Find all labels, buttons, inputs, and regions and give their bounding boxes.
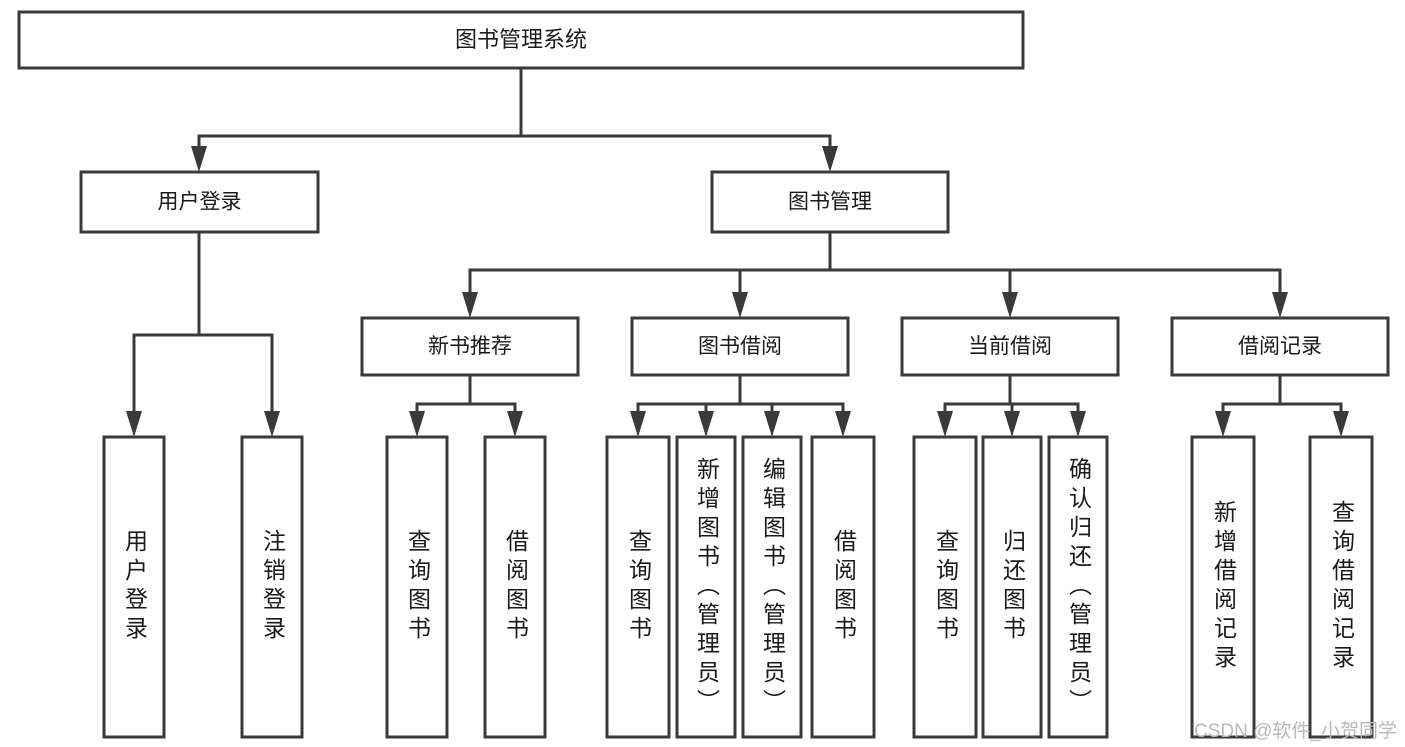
arrow-head-icon	[822, 146, 838, 172]
leaf-box-leaf-borrow-book-2[interactable]	[810, 435, 876, 739]
leaf-box-leaf-return-book[interactable]	[981, 435, 1043, 739]
node-label-root: 图书管理系统	[455, 27, 587, 52]
arrow-head-icon	[191, 146, 207, 172]
arrow-head-icon	[1215, 411, 1231, 437]
node-label-borrow-record: 借阅记录	[1238, 335, 1322, 358]
node-box-borrow-record[interactable]	[1170, 316, 1390, 377]
leaf-box-leaf-user-login[interactable]	[102, 435, 166, 739]
arrow-head-icon	[507, 411, 523, 437]
arrow-head-icon	[409, 411, 425, 437]
arrow-head-icon	[630, 411, 646, 437]
leaf-box-leaf-query-record[interactable]	[1308, 435, 1374, 739]
node-label-new-book-recommend: 新书推荐	[428, 335, 512, 358]
leaf-box-leaf-add-book[interactable]	[675, 435, 737, 739]
arrow-head-icon	[698, 411, 714, 437]
leaf-box-leaf-confirm-return[interactable]	[1047, 435, 1109, 739]
arrow-head-icon	[1333, 411, 1349, 437]
arrow-head-icon	[462, 292, 478, 318]
leaf-box-leaf-query-book-3[interactable]	[912, 435, 978, 739]
leaf-box-leaf-edit-book[interactable]	[741, 435, 803, 739]
arrow-head-icon	[1070, 411, 1086, 437]
node-box-root[interactable]	[17, 10, 1025, 70]
node-label-book-manage: 图书管理	[788, 191, 872, 214]
arrow-head-icon	[764, 411, 780, 437]
arrow-head-icon	[937, 411, 953, 437]
connectors-layer	[126, 66, 1349, 437]
arrow-head-icon	[1272, 292, 1288, 318]
leaf-box-leaf-borrow-book-1[interactable]	[483, 435, 547, 739]
arrow-head-icon	[835, 411, 851, 437]
leaf-box-leaf-logout[interactable]	[240, 435, 304, 739]
node-box-user-login[interactable]	[79, 170, 320, 234]
leaf-box-leaf-query-book-1[interactable]	[385, 435, 449, 739]
arrow-head-icon	[264, 411, 280, 437]
watermark-text: CSDN @软件_小贺同学	[1194, 721, 1397, 742]
node-label-book-borrow: 图书借阅	[698, 335, 782, 358]
node-box-new-book-recommend[interactable]	[360, 316, 580, 377]
leaf-box-leaf-query-book-2[interactable]	[605, 435, 671, 739]
leaf-box-leaf-add-record[interactable]	[1190, 435, 1256, 739]
arrow-head-icon	[126, 411, 142, 437]
arrow-head-icon	[1002, 292, 1018, 318]
node-label-user-login: 用户登录	[158, 191, 242, 214]
node-box-book-manage[interactable]	[710, 170, 950, 234]
arrow-head-icon	[1004, 411, 1020, 437]
arrow-head-icon	[732, 292, 748, 318]
node-box-current-borrow[interactable]	[900, 316, 1120, 377]
boxes-layer	[17, 10, 1390, 739]
node-box-book-borrow[interactable]	[630, 316, 850, 377]
node-label-current-borrow: 当前借阅	[968, 335, 1052, 358]
